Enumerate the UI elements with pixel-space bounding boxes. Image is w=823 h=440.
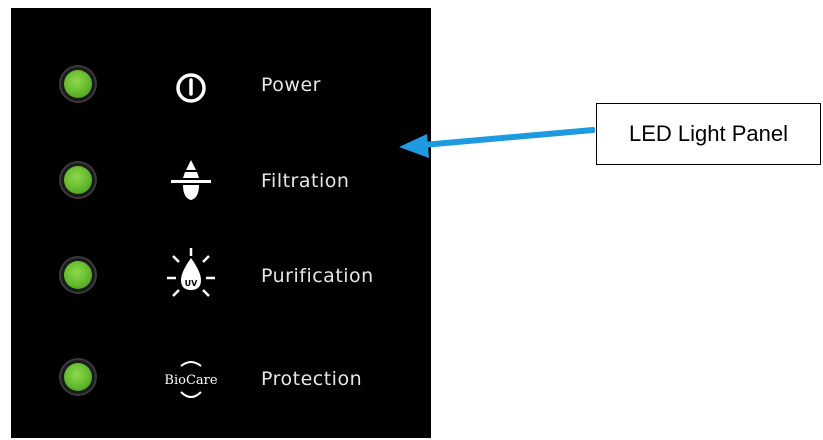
power-label: Power: [261, 74, 321, 96]
power-led: [64, 70, 92, 98]
svg-text:UV: UV: [185, 279, 198, 288]
protection-label: Protection: [261, 368, 363, 390]
callout-label: LED Light Panel: [629, 121, 788, 146]
filtration-label: Filtration: [261, 170, 350, 192]
led-light-panel: Power Filtration UV Purification BioCare…: [11, 8, 431, 438]
filtration-led: [64, 166, 92, 194]
purification-led: [64, 261, 92, 289]
callout-arrow: [399, 127, 595, 158]
purification-label: Purification: [261, 265, 374, 287]
led-light-panel-callout: LED Light Panel: [596, 103, 821, 165]
biocare-protection-icon: BioCare: [164, 361, 218, 398]
protection-led: [64, 363, 92, 391]
uv-purification-icon: UV: [167, 248, 215, 297]
power-icon: [176, 73, 206, 103]
filtration-icon: [171, 160, 211, 200]
svg-text:BioCare: BioCare: [164, 373, 217, 388]
